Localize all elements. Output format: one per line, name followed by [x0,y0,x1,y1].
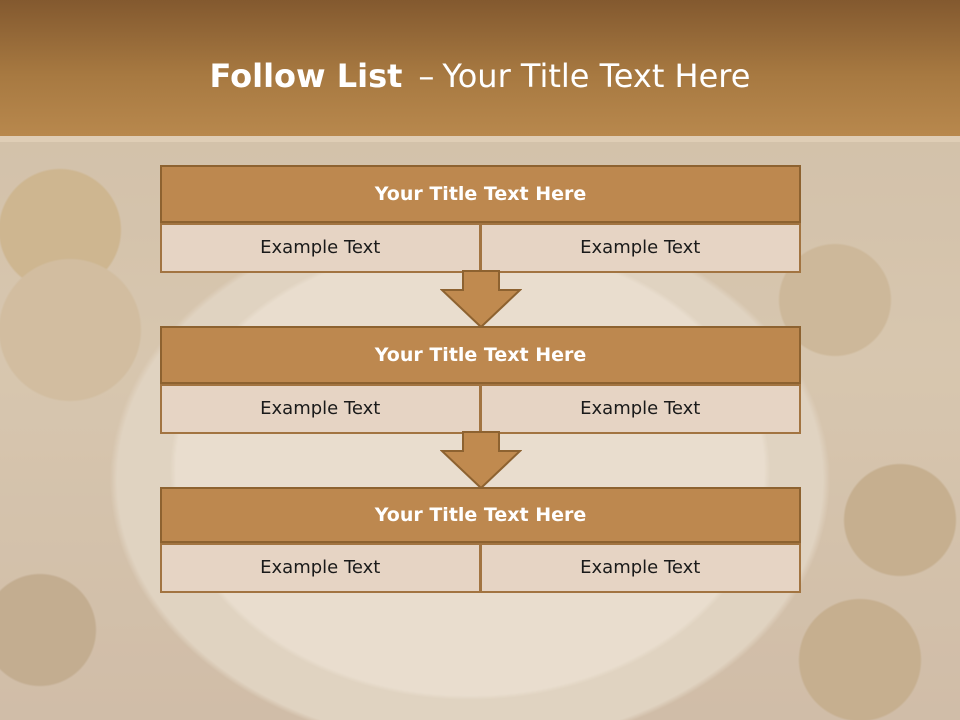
step-cell-right: Example Text [480,223,801,273]
slide-title-rest: Your Title Text Here [442,57,751,95]
step-title: Your Title Text Here [160,326,801,384]
step-title: Your Title Text Here [160,165,801,223]
step-cell-left: Example Text [160,384,481,434]
step-row: Example Text Example Text [160,543,801,593]
slide-title-dash: – [418,57,435,95]
header-band [0,0,960,136]
step-block-1: Your Title Text Here Example Text Exampl… [160,165,801,273]
slide-title: Follow List–Your Title Text Here [0,54,960,98]
down-arrow-icon [440,270,522,328]
header-band-edge [0,136,960,142]
step-row: Example Text Example Text [160,223,801,273]
step-cell-left: Example Text [160,223,481,273]
step-row: Example Text Example Text [160,384,801,434]
slide-title-bold: Follow List [209,57,403,95]
step-block-2: Your Title Text Here Example Text Exampl… [160,326,801,434]
step-title: Your Title Text Here [160,487,801,543]
step-cell-left: Example Text [160,543,481,593]
down-arrow-icon [440,431,522,489]
step-cell-right: Example Text [480,543,801,593]
step-cell-right: Example Text [480,384,801,434]
step-block-3: Your Title Text Here Example Text Exampl… [160,487,801,593]
